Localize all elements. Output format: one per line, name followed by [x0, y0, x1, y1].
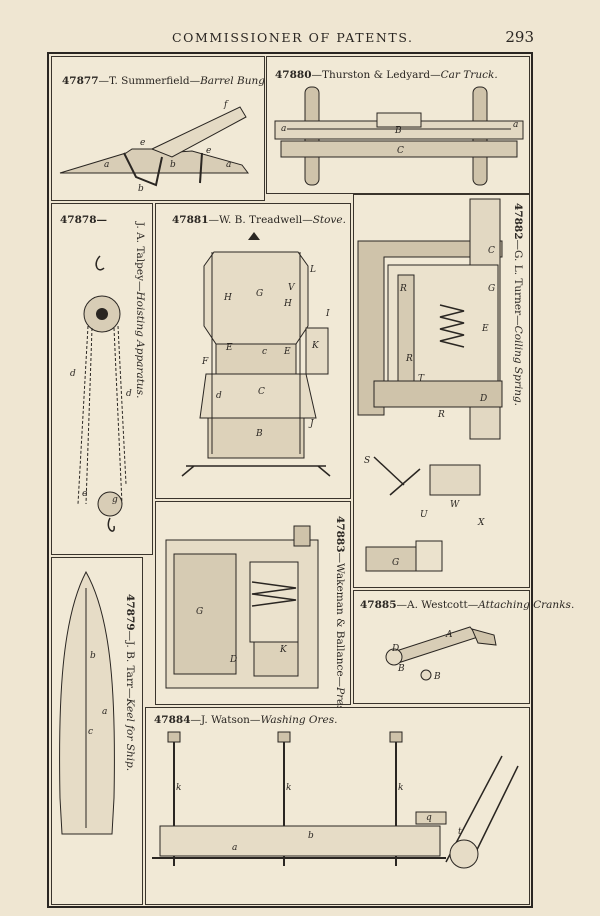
- lbl-truck-a2: a: [513, 120, 518, 130]
- lbl-stove-F: F: [201, 357, 209, 367]
- lbl-cranks-A: A: [445, 630, 453, 640]
- lbl-spring-G: G: [488, 284, 495, 294]
- lbl-stove-I: I: [325, 309, 330, 319]
- lbl-spring-D: D: [479, 394, 487, 404]
- lbl-spring-T: T: [418, 374, 425, 384]
- lbl-ores-t: t: [458, 827, 462, 837]
- hoist-drawing: d d e g: [70, 255, 132, 532]
- barrel-bung-drawing: f e e a b a b: [59, 100, 249, 194]
- lbl-spring-U: U: [420, 510, 428, 520]
- plate-47880-car-truck: 47880—Thurston & Ledyard—Car Truck. a B …: [266, 56, 530, 194]
- lbl-stove-K: K: [311, 341, 320, 351]
- keel-drawing: b a c: [59, 570, 115, 835]
- lbl-stove-E1: E: [225, 343, 233, 353]
- coiling-spring-drawing: C G E R R T D R S U W X G: [357, 198, 503, 572]
- lbl-spring-R1: R: [399, 284, 407, 294]
- lbl-stove-H1: H: [223, 293, 232, 303]
- lbl-stove-C: C: [258, 387, 265, 397]
- lbl-spring-R2: R: [405, 354, 413, 364]
- plate-47878-hoisting: 47878— J. A. Talpey—Hoisting Apparatus. …: [51, 203, 153, 555]
- stove-drawing: G L H H V I E c E K F C d B J: [181, 232, 331, 477]
- plate-47884-washing-ores: 47884—J. Watson—Washing Ores. k k k a b …: [145, 707, 530, 905]
- page-header: COMMISSIONER OF PATENTS. 293: [0, 28, 600, 50]
- lbl-ores-b: b: [308, 831, 314, 841]
- lbl-hay-D: D: [229, 655, 237, 665]
- car-truck-drawing: a B a C: [274, 86, 524, 186]
- plate-47877-barrel-bung: 47877—T. Summerfield—Barrel Bung. f e e …: [51, 56, 269, 201]
- caption-47881: 47881—W. B. Treadwell—Stove.: [172, 214, 346, 226]
- lbl-cranks-D: D: [391, 644, 399, 654]
- lbl-hoist-e: e: [82, 489, 87, 499]
- lbl-hay-K: K: [279, 645, 288, 655]
- plate-47881-stove: 47881—W. B. Treadwell—Stove. G L H H V I…: [155, 203, 351, 499]
- lbl-spring-R3: R: [437, 410, 445, 420]
- lbl-stove-J: J: [308, 419, 315, 429]
- plate-47883-pressing-hay: 47883—Wakeman & Ballance—Pressing Hay. G…: [155, 501, 351, 760]
- lbl-stove-c: c: [262, 347, 267, 357]
- lbl-ores-k1: k: [176, 783, 181, 793]
- lbl-truck-a1: a: [281, 124, 286, 134]
- lbl-spring-E: E: [481, 324, 489, 334]
- lbl-stove-E2: E: [283, 347, 291, 357]
- lbl-stove-V: V: [288, 283, 296, 293]
- page-number: 293: [505, 28, 534, 46]
- lbl-truck-C: C: [397, 146, 404, 156]
- running-title: COMMISSIONER OF PATENTS.: [172, 30, 414, 45]
- lbl-ores-a: a: [232, 843, 237, 853]
- cranks-drawing: A D B B: [385, 626, 497, 682]
- lbl-ores-k3: k: [398, 783, 403, 793]
- lbl-bung-b1: b: [170, 160, 176, 170]
- lbl-hay-G: G: [196, 607, 203, 617]
- caption-47884: 47884—J. Watson—Washing Ores.: [154, 714, 338, 726]
- lbl-spring-C: C: [488, 246, 495, 256]
- lbl-stove-L: L: [309, 265, 316, 275]
- lbl-stove-H2: H: [283, 299, 292, 309]
- lbl-bung-a1: a: [104, 160, 109, 170]
- lbl-stove-B: B: [255, 429, 263, 439]
- lbl-bung-e2: e: [206, 146, 211, 156]
- hay-press-drawing: G D K: [165, 525, 319, 689]
- lbl-ores-k2: k: [286, 783, 291, 793]
- caption-47878-number: 47878—: [60, 214, 108, 226]
- lbl-keel-b: b: [90, 651, 96, 661]
- plate-47879-keel: 47879—J. B. Tarr—Keel for Ship. b a c: [51, 557, 143, 905]
- lbl-spring-G2: G: [392, 558, 399, 568]
- caption-47880: 47880—Thurston & Ledyard—Car Truck.: [275, 69, 498, 81]
- plates-frame: [47, 52, 533, 908]
- lbl-truck-B: B: [394, 126, 402, 136]
- lbl-spring-W: W: [450, 500, 460, 510]
- lbl-stove-d: d: [216, 391, 222, 401]
- lbl-spring-S: S: [364, 456, 370, 466]
- lbl-keel-a: a: [102, 707, 107, 717]
- lbl-bung-f: f: [223, 100, 229, 110]
- lbl-bung-e1: e: [140, 138, 145, 148]
- lbl-ores-q: q: [426, 813, 432, 823]
- plate-47882-coiling-spring: 47882—G. L. Turner—Coiling Spring. C G E…: [353, 194, 530, 588]
- lbl-hoist-d2: d: [126, 389, 132, 399]
- lbl-cranks-B2: B: [433, 672, 441, 682]
- caption-47885-line1: 47885—A. Westcott—Attaching Cranks.: [360, 599, 575, 611]
- lbl-bung-b2: b: [138, 184, 144, 194]
- lbl-stove-G: G: [256, 289, 263, 299]
- ore-washer-drawing: k k k a b q t: [152, 731, 519, 869]
- caption-47877: 47877—T. Summerfield—Barrel Bung.: [62, 75, 269, 87]
- lbl-hoist-d1: d: [70, 369, 76, 379]
- lbl-keel-c: c: [88, 727, 93, 737]
- plate-47885-attaching-cranks: 47885—A. Westcott—Attaching Cranks. A D …: [353, 590, 574, 704]
- lbl-spring-X: X: [477, 518, 485, 528]
- lbl-bung-a2: a: [226, 160, 231, 170]
- lbl-hoist-g: g: [112, 495, 118, 505]
- lbl-cranks-B1: B: [397, 664, 405, 674]
